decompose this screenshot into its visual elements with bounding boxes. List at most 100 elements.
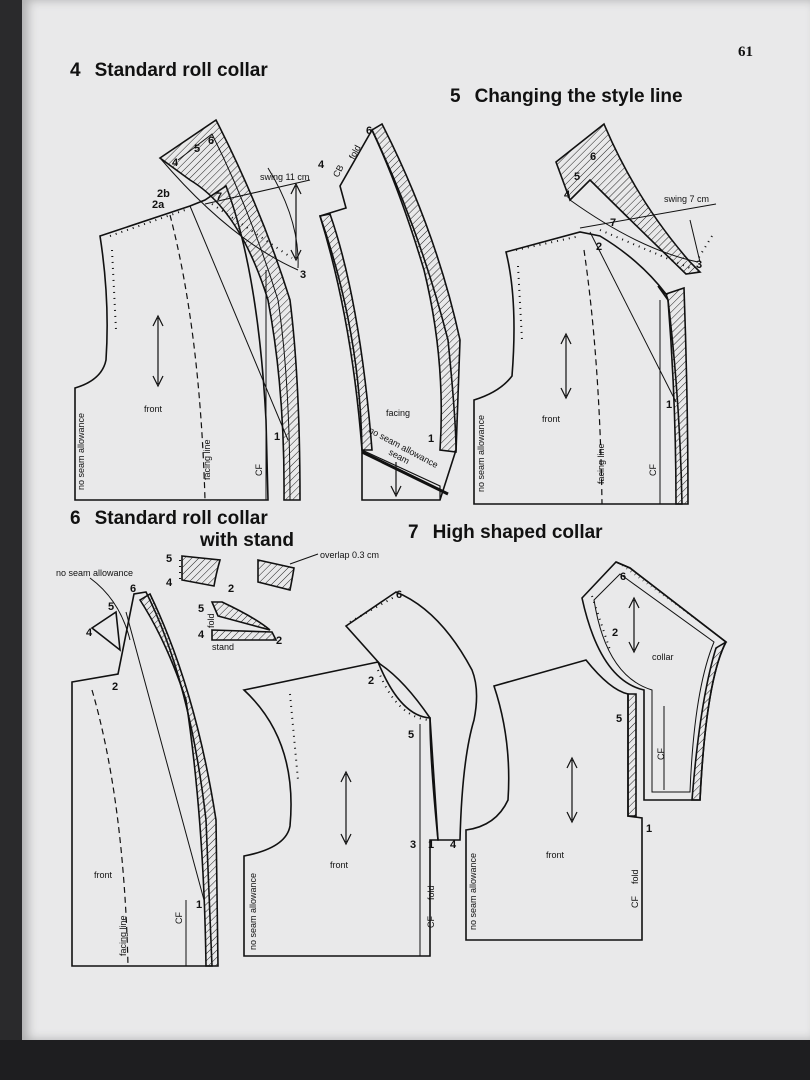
d6-facing-line-label: facing line [118,915,128,956]
d6-stand-pt-4: 4 [198,629,205,641]
d4-pt-2b: 2b [157,188,170,200]
d6-arrow-grain [340,770,352,846]
d4-front-label: front [144,404,163,414]
diagram-7-labels: 6 2 5 1 collar front no seam allowance C… [468,571,674,930]
d4-collar-strip [158,118,301,501]
d6-stand-pt-2: 2 [276,635,282,647]
d4-facing-label: facing [386,408,410,418]
d4-cb-label: CB [331,163,346,179]
d6-stand-pt-5: 5 [198,603,204,615]
d7-collar-hatch [615,561,728,801]
d5-neck-curve [569,199,699,263]
d6-back-bodice [242,661,439,957]
d7-fold-label: fold [630,869,640,884]
d6-overlap-leader [289,553,319,565]
d6-pt-5: 5 [108,601,114,613]
d4-pt-2a: 2a [152,199,165,211]
d4-facing-pt-1: 1 [428,433,434,445]
d4-swing-line [204,179,311,205]
d7-cf-label: CF [630,896,640,908]
d4-seam-hatch [361,450,449,496]
d4-pt-6: 6 [208,135,214,147]
d5-dots-3 [599,229,691,269]
d6-back-front-label: front [330,860,349,870]
d5-pt-4: 4 [564,189,571,201]
d4-pt-3: 3 [300,269,306,281]
d4-pt-1: 1 [274,431,280,443]
d5-collar-strip [555,122,702,275]
d6-stand-top [210,601,271,631]
section-5-number: 5 [450,86,461,107]
d7-collar-label: collar [652,652,674,662]
d4-facing-line [169,214,206,501]
d6-dots-b [289,693,299,781]
diagram-6-back [242,591,478,957]
d4-arrow-grain [152,314,164,388]
d4-arrow-swing [290,182,302,262]
diagram-5-labels: 6 5 4 7 2 3 1 swing 7 cm front facing li… [476,151,709,492]
d7-arrow-grain [566,756,578,824]
d4-pt-4: 4 [172,157,179,169]
section-4-title: Standard roll collar [94,60,268,81]
d7-pt-5: 5 [616,713,622,725]
d4-facing-hatch-left [318,213,373,451]
d4-facing-line-label: facing line [202,439,212,480]
d6-pt-4: 4 [86,627,93,639]
section-6-title-line1: Standard roll collar [94,508,268,529]
d6-back-pt-5: 5 [408,729,414,741]
d6-collar-piece-a [181,555,222,587]
d5-cf-label: CF [648,464,658,476]
d7-collar-piece [581,561,728,801]
d4-facing-hatch [370,122,461,453]
d4-facing-bottom [361,449,441,500]
d7-front-facing [627,693,637,817]
d7-front-label: front [546,850,565,860]
d5-dots [515,235,581,251]
section-6-title-line2: with stand [200,530,294,551]
d4-roll-line [189,205,289,441]
d6-stand-label: stand [212,642,234,652]
pattern-diagrams: 6 5 4 2b 2a 7 3 1 6 4 1 swing 11 cm fron… [56,118,728,967]
d4-swing-label: swing 11 cm [260,172,309,182]
d6-back-pt-4: 4 [450,839,457,851]
diagram-4-labels: 6 5 4 2b 2a 7 3 1 6 4 1 swing 11 cm fron… [76,125,440,490]
diagram-6 [71,553,319,967]
section-5-title: Changing the style line [474,86,683,107]
d6-stand-bottom [211,629,278,641]
d6-cf-label: CF [174,912,184,924]
d4-pt-7: 7 [216,191,222,203]
d6-back-pt-2: 2 [368,675,374,687]
d6-back-collar [344,591,478,841]
d4-no-seam-label: no seam allowance [76,413,86,490]
d4-neck-curve [159,157,299,271]
d7-pt-1: 1 [646,823,652,835]
d7-no-seam-label: no seam allowance [468,853,478,930]
d6-back-fold-label: fold [426,885,436,900]
d6-pt-1: 1 [196,899,202,911]
d6-roll-line [125,611,205,901]
d5-roll-line [589,231,677,403]
d4-collar-inner [177,133,291,501]
d6-collar-pt-5: 5 [166,553,172,565]
diagram-4 [74,118,311,501]
d7-pt-6: 6 [620,571,626,583]
d4-dots [109,209,186,237]
d4-dots-2 [111,249,117,331]
d5-dots-2 [517,265,523,341]
d5-swing-arc [689,219,701,263]
d7-arrow-collar [628,596,640,654]
d6-collar-pt-4: 4 [166,577,173,589]
d5-front-bodice [473,231,683,505]
d4-facing-arrow [390,462,402,498]
d6-back-cf-label: CF [426,916,436,928]
section-7-number: 7 [408,522,419,543]
d5-swing-label: swing 7 cm [664,194,709,204]
d4-pt-5: 5 [194,143,200,155]
diagram-7 [465,561,728,941]
d6-back-pt-1: 1 [428,839,434,851]
d5-pt-2: 2 [596,241,602,253]
d5-arrow-grain [560,332,572,400]
